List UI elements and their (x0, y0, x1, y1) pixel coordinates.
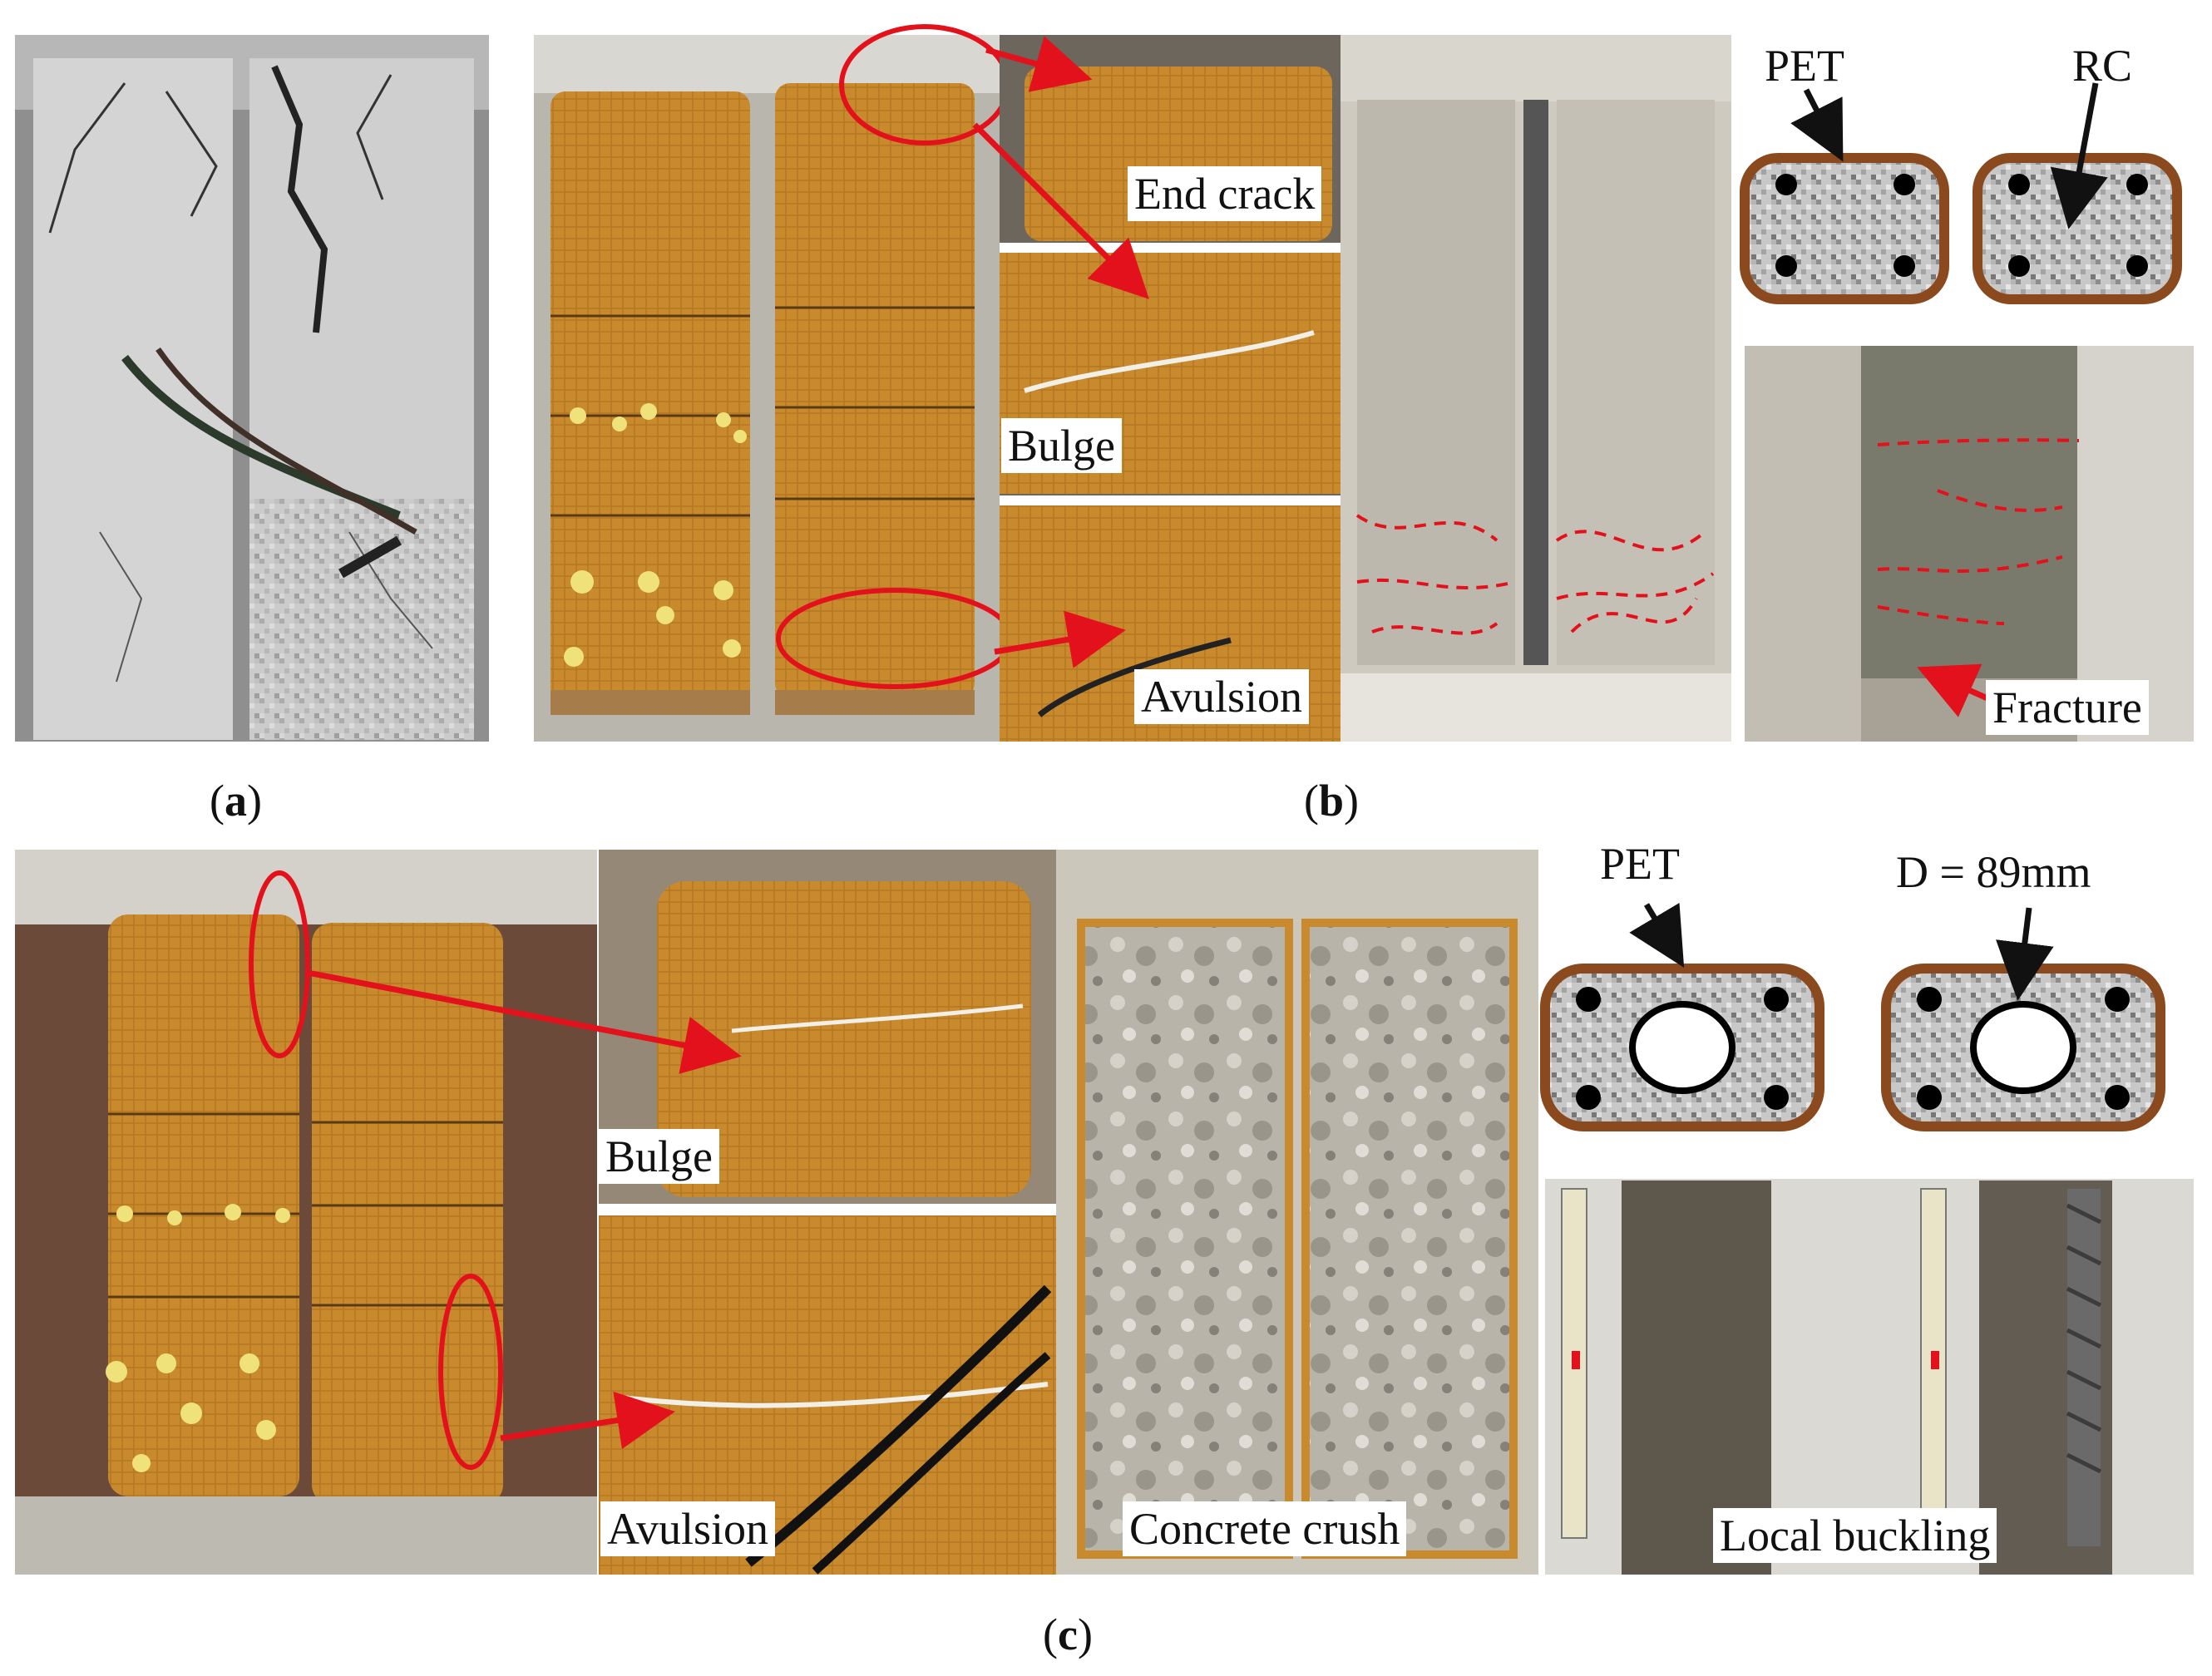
pet-label-c: PET (1600, 839, 1681, 889)
annotation-arrows (307, 36, 1149, 1450)
bulge-label-b: Bulge (1001, 418, 1122, 473)
caption-c: (c) (1043, 1609, 1093, 1659)
panel-c-photo-closeups (599, 850, 1056, 1575)
panel-c-photo-columns (15, 850, 597, 1575)
panel-c-section-pet (1540, 902, 1824, 1131)
bulge-label-c: Bulge (599, 1129, 719, 1184)
fracture-label: Fracture (1986, 680, 2149, 735)
panel-b-photo-fracture (1745, 346, 2194, 742)
panel-b-photo-columns (534, 24, 1014, 742)
pet-label-b: PET (1765, 41, 1845, 91)
panel-a-photo (15, 35, 489, 742)
caption-b: (b) (1304, 776, 1360, 826)
concrete-crush-label: Concrete crush (1123, 1501, 1407, 1556)
local-buckling-label: Local buckling (1713, 1508, 1997, 1563)
diameter-label: D = 89mm (1896, 847, 2091, 897)
rc-label: RC (2072, 41, 2133, 91)
end-crack-label: End crack (1128, 166, 1322, 221)
panel-b-section-pet (1740, 88, 1949, 304)
panel-c-section-hollow (1881, 907, 2165, 1131)
avulsion-label-b: Avulsion (1134, 669, 1310, 724)
caption-a: (a) (210, 776, 262, 826)
panel-c-photo-crush (1056, 850, 1538, 1575)
panel-b-section-rc (1973, 82, 2182, 304)
panel-b-photo-stripped (1341, 35, 1731, 742)
avulsion-label-c: Avulsion (600, 1501, 776, 1556)
panel-b-photo-closeups (1000, 35, 1341, 742)
